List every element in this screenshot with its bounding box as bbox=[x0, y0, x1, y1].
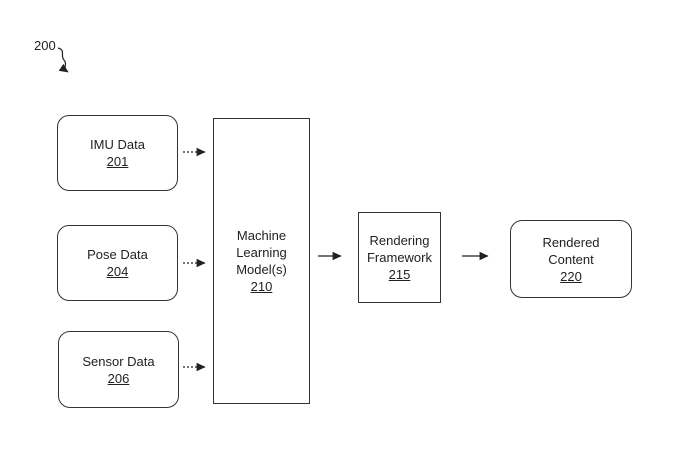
rendering-label-line2: Framework bbox=[366, 250, 432, 265]
pose-data-node: Pose Data 204 bbox=[57, 225, 178, 301]
sensor-data-node: Sensor Data 206 bbox=[58, 331, 179, 408]
figure-number: 200 bbox=[34, 38, 56, 53]
rendering-framework-node: Rendering Framework 215 bbox=[358, 212, 441, 303]
pose-data-label: Pose Data bbox=[87, 247, 148, 262]
pose-data-ref: 204 bbox=[106, 264, 129, 279]
machine-learning-model-node: Machine Learning Model(s) 210 bbox=[213, 118, 310, 404]
ml-ref: 210 bbox=[250, 279, 273, 294]
rendered-content-node: Rendered Content 220 bbox=[510, 220, 632, 298]
content-label-line2: Content bbox=[548, 251, 594, 267]
ml-label-line1: Machine bbox=[236, 228, 287, 243]
imu-data-node: IMU Data 201 bbox=[57, 115, 178, 191]
sensor-data-ref: 206 bbox=[107, 370, 130, 386]
content-ref: 220 bbox=[560, 268, 582, 284]
imu-data-ref: 201 bbox=[106, 154, 129, 169]
ml-label-line3: Model(s) bbox=[236, 262, 287, 277]
rendering-ref: 215 bbox=[388, 267, 411, 282]
figure-leader-squiggle bbox=[57, 47, 69, 73]
sensor-data-label: Sensor Data bbox=[82, 353, 155, 369]
ml-label-line2: Learning bbox=[236, 245, 287, 260]
rendering-label-line1: Rendering bbox=[369, 233, 430, 248]
content-label-line1: Rendered bbox=[542, 234, 600, 250]
imu-data-label: IMU Data bbox=[90, 137, 145, 152]
